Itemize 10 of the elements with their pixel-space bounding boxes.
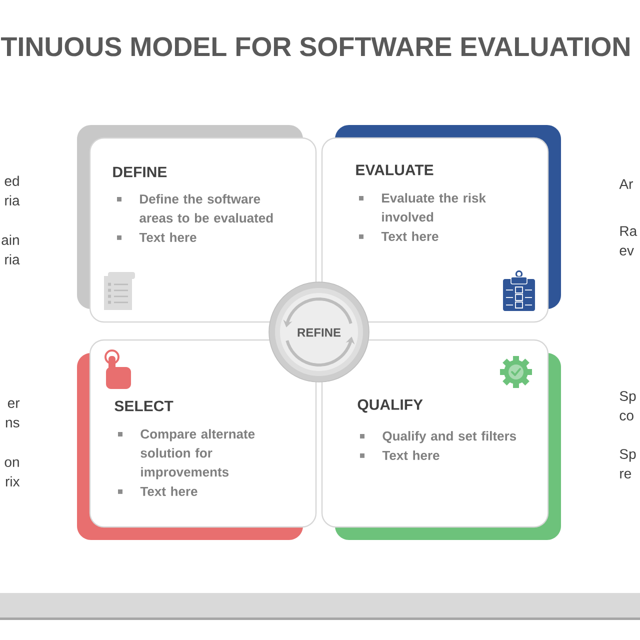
side-text: ed ria — [4, 176, 20, 206]
side-text: ain ria — [2, 234, 20, 264]
side-text: Ar — [619, 179, 633, 189]
side-text: on rix — [4, 459, 20, 486]
circle-label: REFINE — [298, 328, 341, 337]
side-text: er ns — [6, 400, 20, 428]
side-text: Sp co — [620, 391, 636, 420]
side-text: Sp re — [620, 449, 636, 478]
title: TINUOUS MODEL FOR SOFTWARE EVALUATION — [1, 37, 630, 56]
side-text: Ra ev — [620, 226, 638, 256]
